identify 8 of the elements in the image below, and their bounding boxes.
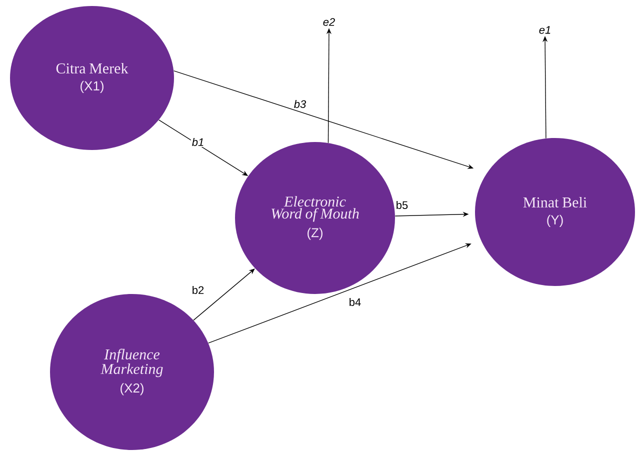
edge-label: b3 [292, 98, 308, 110]
edge-label: b2 [190, 284, 206, 296]
edge-label: b5 [394, 200, 410, 210]
edge-label: b4 [348, 296, 362, 308]
error-label: e2 [323, 18, 335, 26]
arrow [193, 268, 255, 321]
edge-label: b1 [190, 136, 206, 148]
error-label: e1 [539, 26, 550, 34]
